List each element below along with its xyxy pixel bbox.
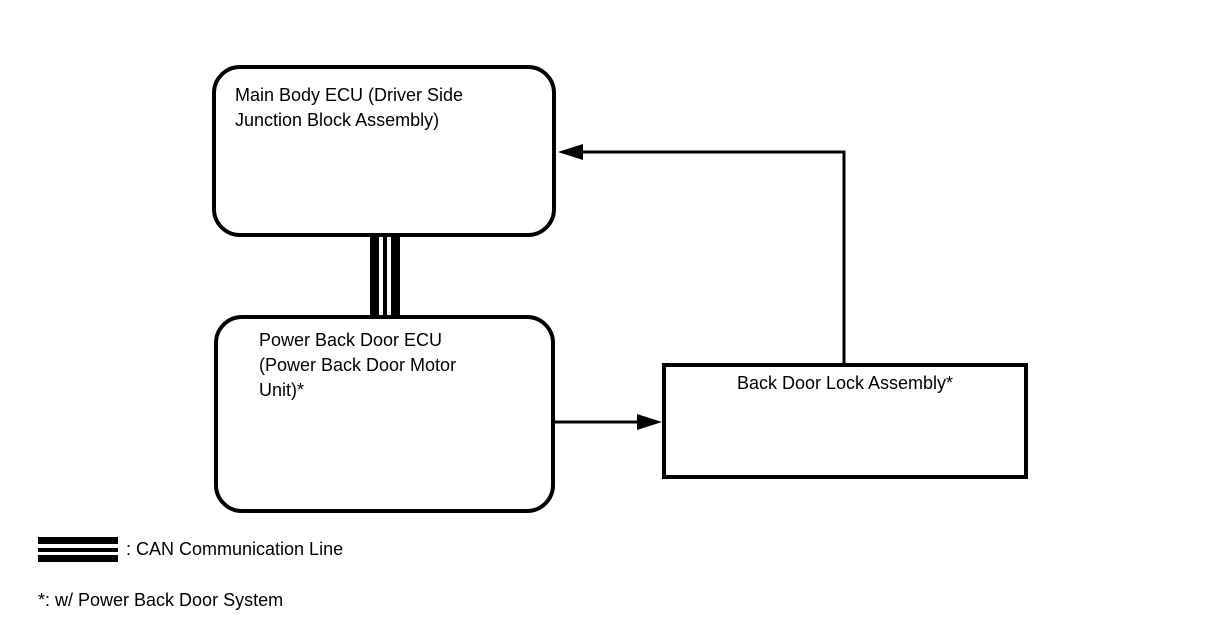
node-back-door-lock-assembly: Back Door Lock Assembly* <box>662 363 1028 479</box>
legend-label: : CAN Communication Line <box>126 539 344 559</box>
legend: : CAN Communication Line <box>38 537 343 562</box>
node-power-back-door-ecu: Power Back Door ECU (Power Back Door Mot… <box>214 315 555 513</box>
node-main-body-ecu-label: Main Body ECU (Driver Side Junction Bloc… <box>235 85 464 130</box>
arrowhead-into-main-body-ecu <box>558 144 583 160</box>
arrowhead-into-lock-assembly <box>637 414 662 430</box>
node-back-door-lock-assembly-label: Back Door Lock Assembly* <box>736 373 954 393</box>
node-power-back-door-ecu-label: Power Back Door ECU (Power Back Door Mot… <box>259 330 457 400</box>
arrow-line-lock-to-main-body <box>566 150 846 363</box>
footnote: *: w/ Power Back Door System <box>38 590 284 610</box>
node-main-body-ecu: Main Body ECU (Driver Side Junction Bloc… <box>212 65 556 237</box>
can-line-legend-symbol <box>38 537 118 562</box>
can-communication-line <box>370 236 400 316</box>
